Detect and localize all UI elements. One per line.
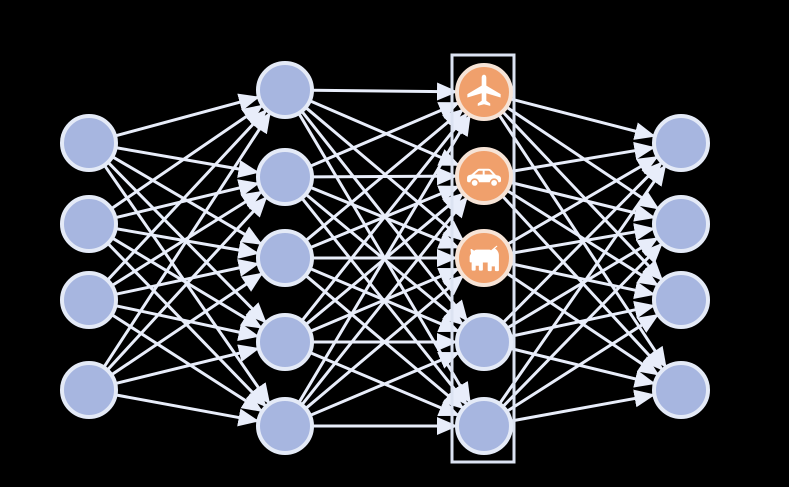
network-node-hidden1-2[interactable] — [256, 148, 314, 206]
network-node-output-2[interactable] — [652, 195, 710, 253]
output-class-layer-highlight-box — [450, 53, 516, 464]
connection-edge — [505, 314, 660, 413]
connection-edge — [504, 271, 660, 376]
connection-edge — [113, 344, 260, 386]
node-circle — [652, 361, 710, 419]
connection-edge — [508, 262, 656, 299]
node-circle — [60, 361, 118, 419]
nodes-group — [60, 61, 710, 455]
connection-edge — [501, 242, 663, 409]
network-node-class-airplane[interactable] — [455, 63, 513, 121]
network-node-output-4[interactable] — [652, 361, 710, 419]
connection-edge — [105, 196, 268, 372]
node-circle — [60, 114, 118, 172]
connection-edge — [308, 101, 461, 168]
connection-edge — [505, 188, 659, 287]
connection-edge — [508, 97, 656, 140]
node-circle — [455, 397, 513, 455]
connection-edge — [509, 223, 656, 255]
network-node-class-blank-2[interactable] — [455, 397, 513, 455]
connection-edge — [113, 179, 260, 220]
network-node-input-4[interactable] — [60, 361, 118, 419]
network-node-hidden1-4[interactable] — [256, 313, 314, 371]
network-node-hidden1-3[interactable] — [256, 229, 314, 287]
network-node-class-car[interactable] — [455, 147, 513, 205]
connection-edge — [508, 301, 656, 338]
connection-edge — [102, 111, 271, 369]
node-circle — [652, 271, 710, 329]
connections-group — [102, 82, 667, 435]
network-node-input-3[interactable] — [60, 271, 118, 329]
connection-edge — [509, 141, 656, 174]
connection-edge — [308, 351, 461, 417]
network-node-class-dog[interactable] — [455, 229, 513, 287]
network-node-input-1[interactable] — [60, 114, 118, 172]
network-node-hidden1-5[interactable] — [256, 397, 314, 455]
network-node-class-blank-1[interactable] — [455, 313, 513, 371]
connection-edge — [505, 156, 659, 246]
connection-edge — [113, 259, 260, 296]
connection-edge — [300, 112, 468, 323]
connection-edge — [113, 93, 260, 138]
network-node-hidden1-1[interactable] — [256, 61, 314, 119]
node-circle — [256, 148, 314, 206]
connection-edge — [105, 109, 268, 282]
connection-edge — [501, 161, 663, 325]
connection-edge — [304, 108, 465, 243]
connection-edge — [297, 114, 471, 405]
node-circle — [256, 229, 314, 287]
connection-edge — [109, 272, 264, 377]
node-circle — [652, 195, 710, 253]
connection-edge — [497, 164, 667, 406]
connection-edge — [109, 104, 264, 211]
network-node-input-2[interactable] — [60, 195, 118, 253]
connection-edge — [114, 393, 260, 427]
network-node-output-3[interactable] — [652, 271, 710, 329]
connection-edge — [509, 389, 656, 423]
connection-edge — [110, 313, 264, 412]
connection-edge — [308, 99, 461, 166]
node-circle — [60, 271, 118, 329]
connection-edge — [304, 274, 465, 411]
node-circle — [652, 114, 710, 172]
connection-edge — [310, 82, 458, 101]
node-circle — [60, 195, 118, 253]
node-circle — [256, 313, 314, 371]
node-circle — [455, 313, 513, 371]
connection-edge — [113, 304, 260, 341]
connection-edge — [300, 196, 468, 407]
network-node-output-1[interactable] — [652, 114, 710, 172]
node-circle — [256, 61, 314, 119]
node-circle — [256, 397, 314, 455]
